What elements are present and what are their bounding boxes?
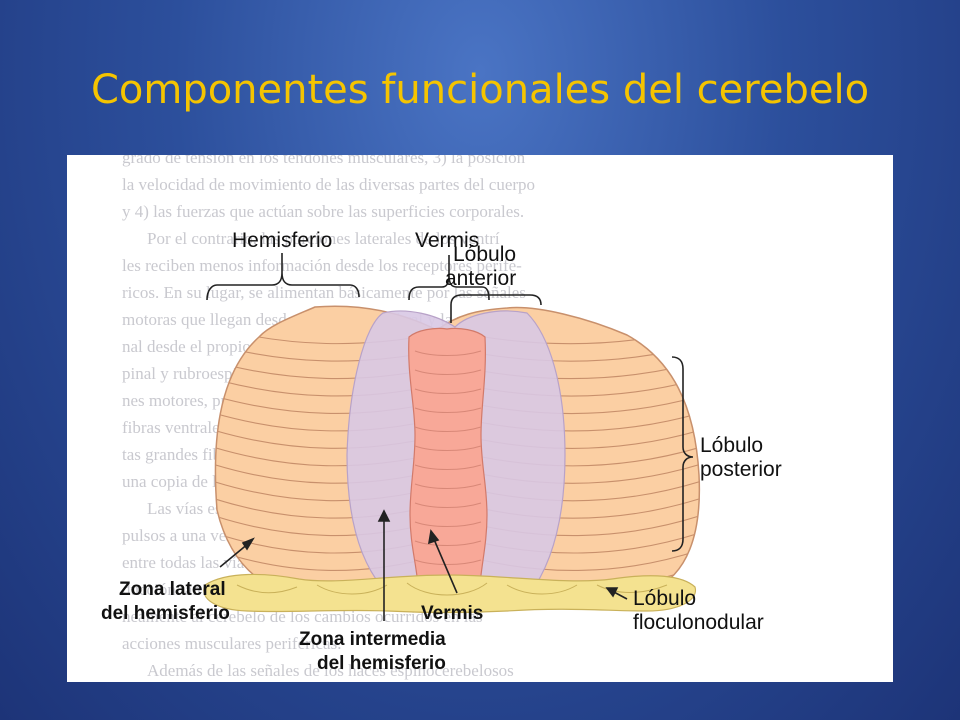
flocculonodular-lobe <box>203 573 696 614</box>
arrow-head <box>605 587 619 598</box>
label-lobulo-anterior-line1: Lóbulo <box>453 243 516 266</box>
vermis-folia-line <box>414 559 482 565</box>
zona-lateral-arrow <box>219 542 250 568</box>
vermis-folia <box>414 350 482 584</box>
label-vermis-bottom: Vermis <box>421 603 483 624</box>
label-zona-intermedia-line1: Zona intermedia <box>299 629 446 650</box>
background-text-line: grado de tensión en los tendones muscula… <box>122 155 526 167</box>
label-arrows <box>219 253 628 621</box>
vermis-folia-line <box>414 369 482 375</box>
background-text-line: y 4) las fuerzas que actúan sobre las su… <box>122 202 524 221</box>
vermis-bottom-arrow <box>432 536 458 594</box>
lobulo-posterior-bracket <box>671 356 694 552</box>
cerebellum <box>203 305 701 614</box>
cerebellum-diagram: grado de tensión en los tendones muscula… <box>101 155 782 680</box>
vermis-folia-line <box>414 502 482 508</box>
diagram-labels: Hemisferio Vermis Lóbulo anterior Lóbulo… <box>101 229 782 674</box>
background-text-line: les reciben menos información desde los … <box>122 256 522 275</box>
label-vermis-top: Vermis <box>415 229 479 252</box>
folia-line <box>406 582 488 596</box>
label-lobulo-anterior-line2: anterior <box>445 267 516 290</box>
folia-line <box>316 584 388 595</box>
label-zona-intermedia-line2: del hemisferio <box>317 653 446 674</box>
vermis-folia-line <box>414 483 482 489</box>
folia-line <box>506 584 578 595</box>
label-lobulo-posterior-line1: Lóbulo <box>700 434 763 457</box>
arrow-head <box>377 509 391 522</box>
arrow-head <box>241 537 255 551</box>
vermis-folia-line <box>414 350 482 356</box>
vermis-folia-line <box>414 540 482 546</box>
label-lobulo-posterior-line2: posterior <box>700 458 782 481</box>
label-zona-lateral-line1: Zona lateral <box>119 579 226 600</box>
label-lobulo-floculonodular-line1: Lóbulo <box>633 587 696 610</box>
label-hemisferio: Hemisferio <box>232 229 332 252</box>
vermis-folia-line <box>414 521 482 527</box>
lobulo-anterior-bracket <box>450 294 542 323</box>
vermis-folia-line <box>414 407 482 413</box>
background-text-line: Por el contrario, las porciones laterale… <box>147 229 500 248</box>
folia-line <box>596 584 668 593</box>
vermis-zone <box>408 327 488 596</box>
vermis-folia-line <box>414 445 482 451</box>
background-text-line: Además de las señales de los haces espin… <box>147 661 514 680</box>
arrow-head <box>427 529 440 545</box>
flocculonodular-folia <box>236 582 668 596</box>
background-text-line: acciones musculares periféricas. <box>122 634 341 653</box>
vermis-folia-line <box>414 426 482 432</box>
cerebellum-figure: grado de tensión en los tendones muscula… <box>67 155 893 682</box>
folia-line <box>236 584 298 594</box>
vermis-folia-line <box>414 464 482 470</box>
label-zona-lateral-line2: del hemisferio <box>101 603 230 624</box>
slide-title: Componentes funcionales del cerebelo <box>90 67 870 113</box>
vermis-folia-line <box>414 388 482 394</box>
background-text-line: la velocidad de movimiento de las divers… <box>122 175 535 194</box>
label-lobulo-floculonodular-line2: floculonodular <box>633 611 764 634</box>
